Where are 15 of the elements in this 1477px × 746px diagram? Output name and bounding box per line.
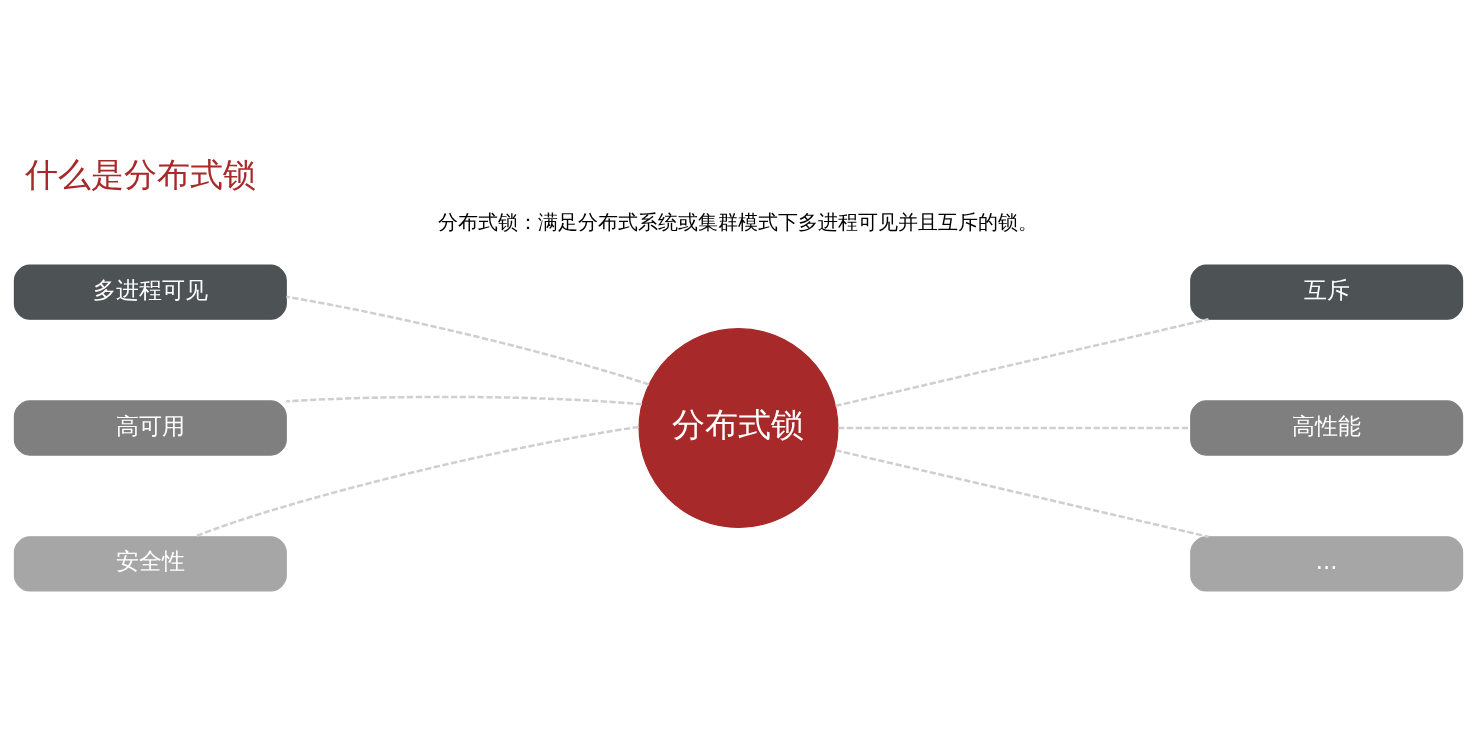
node-box: 安全性: [13, 536, 287, 592]
node-box: 高可用: [13, 400, 287, 456]
label: 分布式锁：满足分布式系统或集群模式下多进程可见并且互斥的锁。: [438, 210, 1039, 235]
node-box: ...: [1190, 536, 1464, 592]
node-circle: 分布式锁: [638, 328, 839, 529]
node-box: 高性能: [1190, 400, 1464, 456]
connector: [286, 295, 650, 386]
node-box: 互斥: [1190, 264, 1464, 320]
node-box: 多进程可见: [13, 264, 287, 320]
connector: [835, 318, 1209, 408]
connector: [194, 425, 639, 538]
connector: [838, 426, 1191, 430]
diagram-title: 什么是分布式锁: [24, 156, 256, 195]
connector: [286, 395, 643, 406]
connector: [835, 449, 1209, 538]
